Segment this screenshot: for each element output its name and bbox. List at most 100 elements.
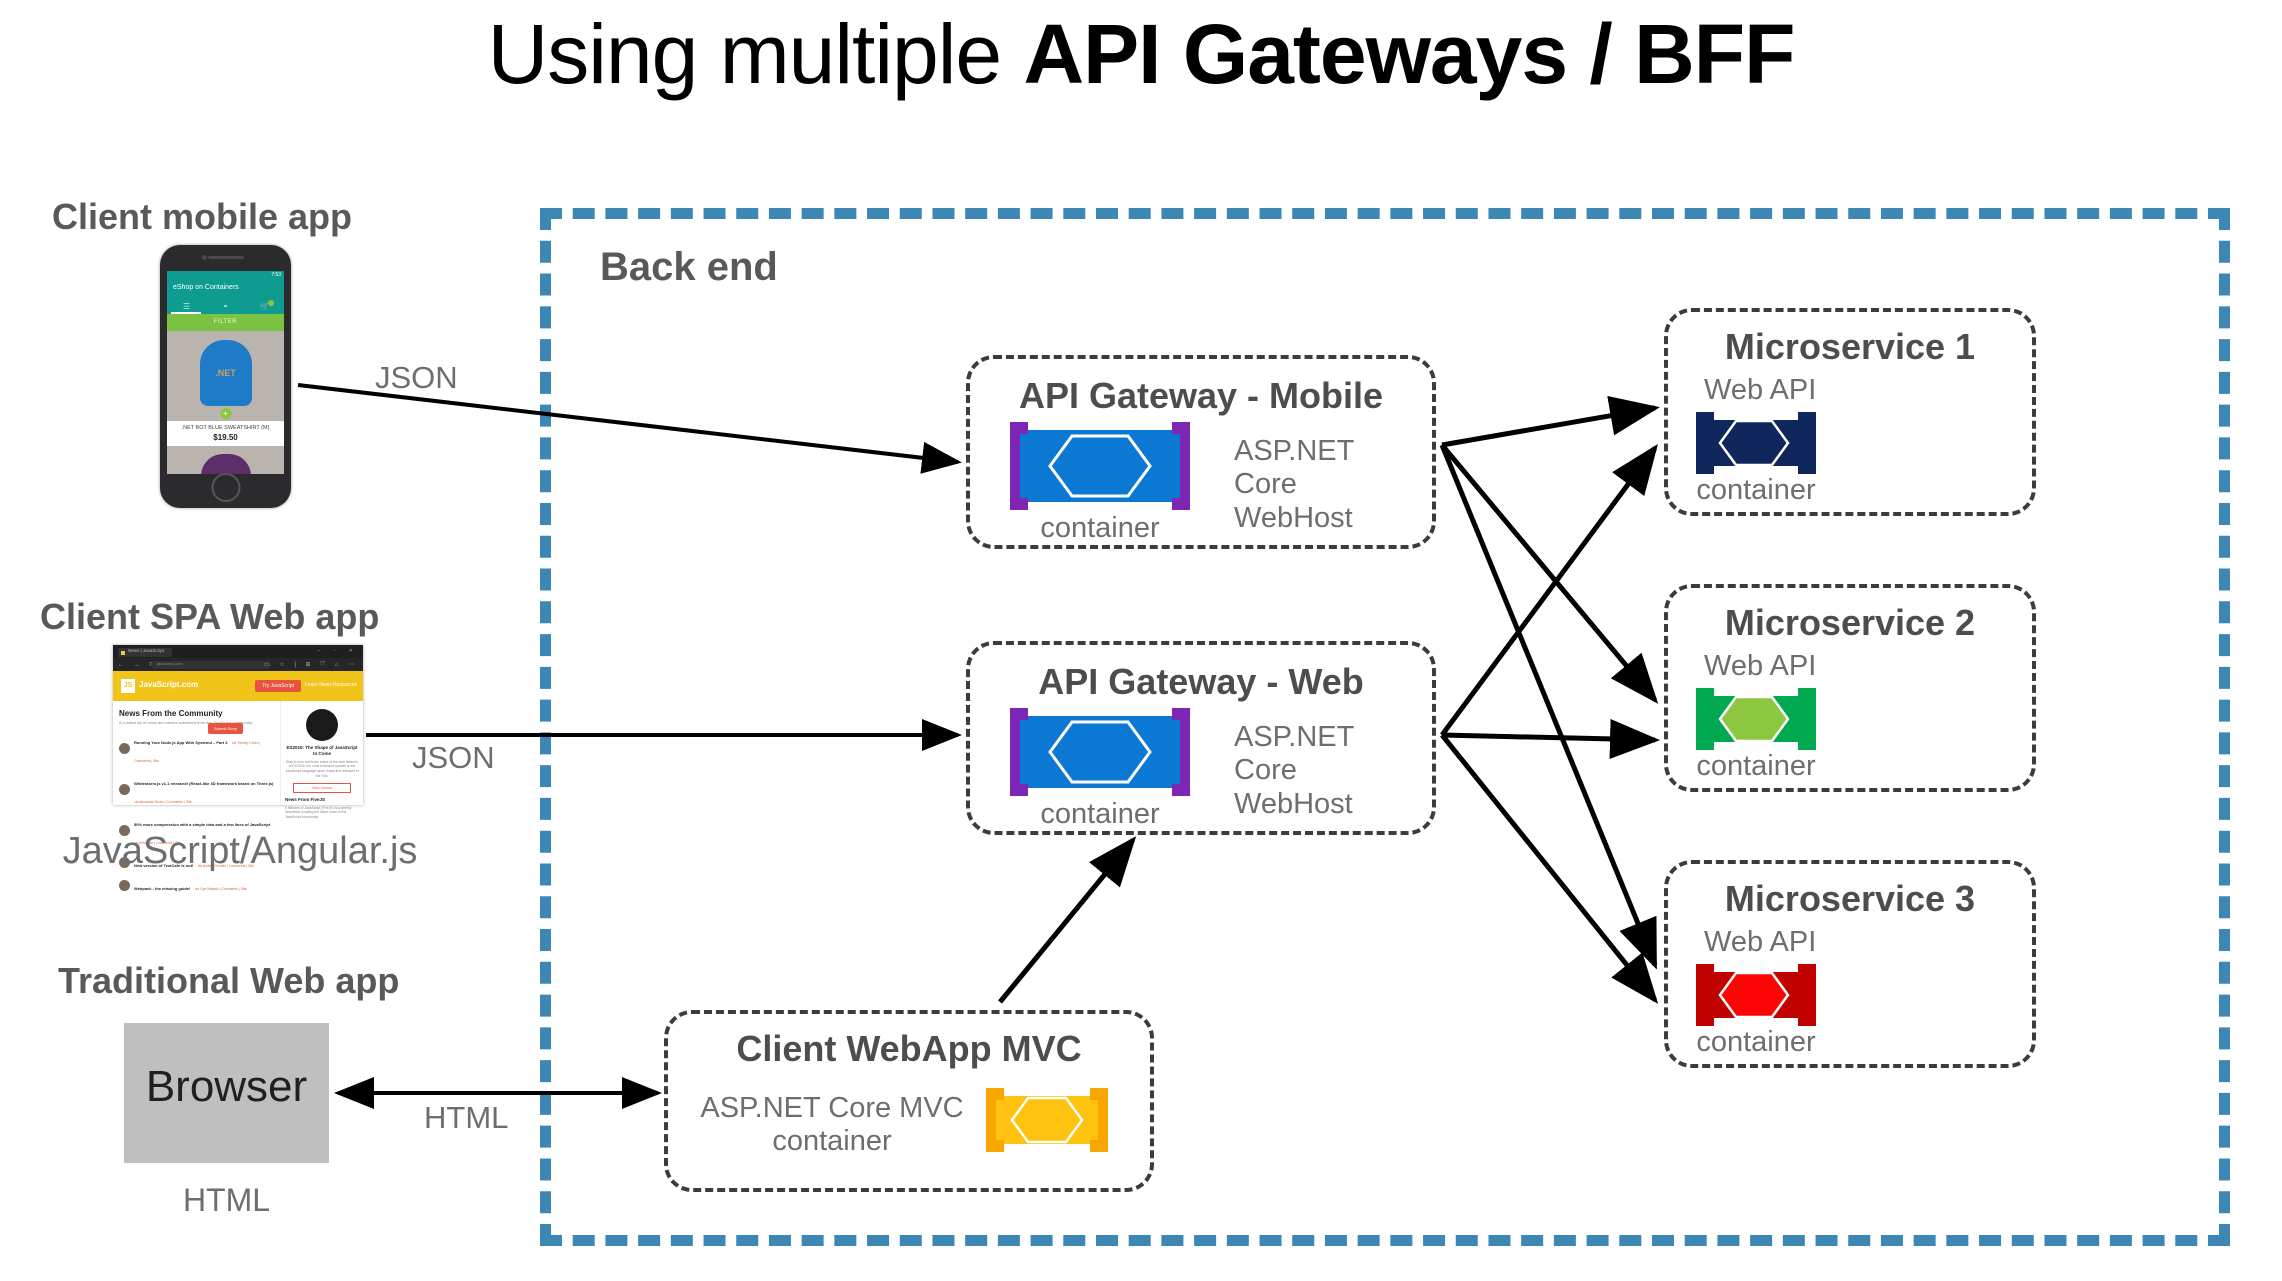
arrow-gateway-mobile-to-ms3 [1439,444,1658,970]
container-bracket-left [1010,422,1020,510]
story-title: 50% more compression with a simple idea … [134,821,271,827]
container-corner [1696,738,1714,750]
container-corner [1010,784,1028,796]
list-item[interactable]: 50% more compression with a simple idea … [119,813,274,849]
view-course-button[interactable]: View Course [293,782,351,793]
container-corner [1696,688,1714,700]
story-title: New version of TestCafe is out! [134,862,194,868]
api-gateway-mobile-box[interactable]: API Gateway - Mobile ASP.NET Core WebHos… [966,355,1436,549]
phone-tab-list-icon[interactable]: ☰ [182,302,191,311]
story-meta: via jefhomen | Comments | Site [134,840,181,845]
microservice-1-kind: Web API [1704,374,1817,406]
arrow-mobile-to-gateway [297,383,962,474]
client-webapp-mvc-box[interactable]: Client WebApp MVC ASP.NET Core MVC conta… [664,1010,1154,1192]
site-nav[interactable]: Learn News Resources [305,682,357,688]
site-brand: JavaScript.com [139,680,199,689]
hexagon-icon [1718,419,1790,467]
container-body [1016,428,1184,504]
phone-tab-bar: ☰ ◓ 🛒 [167,299,284,314]
container-bracket-right [1806,412,1816,474]
browser-caption: HTML [182,1182,271,1218]
microservice-2-title: Microservice 2 [1724,602,1976,643]
list-item[interactable]: Whitestorm.js v1.1 released! (React-like… [119,772,274,808]
avatar [119,743,130,755]
arrow-gateway-web-to-ms1 [1439,443,1658,737]
container-corner [1090,1088,1108,1100]
container-bracket-right [1180,708,1190,796]
site-header: JS JavaScript.com Try JavaScript Learn N… [113,671,363,701]
list-item[interactable]: New version of TestCafe is out! via Andr… [119,854,274,872]
mobile-phone-mockup: 7:53 eShop on Containers ☰ ◓ 🛒 FILTER + … [160,245,291,508]
phone-tab-cart-icon[interactable]: 🛒 [259,302,270,311]
container-corner [1696,1014,1714,1026]
container-icon [1010,422,1190,510]
arrow-gateway-mobile-to-ms1 [1441,395,1660,448]
story-meta: via Andrey Churkin | Comments | Site [197,863,254,868]
story-meta: via Alexander Buzin | Comments | Site [134,799,192,804]
phone-home-button[interactable] [211,473,240,502]
sidebar-heading-2: News From FiveJS [285,796,326,802]
container-corner [1696,462,1714,474]
browser-nav-icons[interactable]: ← → ⟳ [118,662,159,668]
list-item[interactable]: Webpack - the missing guide! via Gye Maj… [119,877,274,895]
microservice-1-box[interactable]: Microservice 1 Web API container [1664,308,2036,516]
container-corner [1798,462,1816,474]
microservice-3-title: Microservice 3 [1724,878,1976,919]
container-caption: container [1040,798,1160,830]
api-gateway-web-box[interactable]: API Gateway - Web ASP.NET Core WebHost c… [966,641,1436,835]
container-caption: container [1696,750,1816,782]
arrow-gateway-web-to-ms3 [1440,733,1659,1004]
avatar [119,825,130,837]
browser-tab[interactable]: News | JavaScript [118,648,172,657]
container-corner [1798,412,1816,424]
phone-tab-profile-icon[interactable]: ◓ [223,302,228,311]
title-bold-part: API Gateways / BFF [1023,7,1795,101]
container-bracket-left [1010,708,1020,796]
container-bracket-right [1806,964,1816,1026]
microservice-2-box[interactable]: Microservice 2 Web API container [1664,584,2036,792]
container-icon [1010,708,1190,796]
phone-camera-icon [202,255,207,260]
container-corner [1010,498,1028,510]
window-controls[interactable]: ‒ ▫ ✕ [317,648,359,654]
container-bracket-left [986,1088,996,1152]
arrow-mvc-to-gateway-web [998,836,1137,1004]
container-corner [986,1088,1004,1100]
browser-tab-strip: News | JavaScript ‒ ▫ ✕ [113,645,363,658]
title-light-part: Using multiple [487,7,1024,101]
phone-hoodie-graphic [199,340,252,406]
microservice-3-kind: Web API [1704,926,1817,958]
list-item[interactable]: Running Your Node.js App With Systemd – … [119,731,274,767]
container-corner [1696,964,1714,976]
container-corner [1798,964,1816,976]
container-caption: container [1696,474,1816,506]
container-icon [1696,964,1816,1026]
client-spa-heading: Client SPA Web app [40,596,380,637]
client-traditional-heading: Traditional Web app [58,960,400,1001]
container-corner [1696,412,1714,424]
browser-url-field[interactable]: javascript.com [151,661,271,669]
sidebar-heading: ES2015: The Shape of JavaScript to Come [286,745,358,756]
container-bracket-right [1180,422,1190,510]
api-gateway-mobile-host: ASP.NET Core WebHost [1234,435,1354,534]
hexagon-icon [1010,1096,1084,1144]
container-bracket-left [1696,964,1706,1026]
container-caption: container [1040,512,1160,544]
phone-product-image: + [167,331,284,421]
avatar [119,784,130,796]
story-title: Whitestorm.js v1.1 released! (React-like… [134,780,274,786]
backend-label: Back end [600,245,778,289]
client-webapp-mvc-sub: ASP.NET Core MVC container [700,1092,964,1158]
phone-filter-button[interactable]: FILTER [167,314,284,331]
microservice-3-box[interactable]: Microservice 3 Web API container [1664,860,2036,1068]
edge-label-spa-json: JSON [412,740,495,775]
phone-product-price: $19.50 [167,433,284,446]
hexagon-icon [1048,434,1152,498]
try-javascript-button[interactable]: Try JavaScript [255,680,301,692]
phone-cart-badge [268,300,274,306]
browser-toolbar-icons[interactable]: ▭ ☆ | ⊞ ⤧ ⌂ ⋯ [263,662,358,668]
phone-add-icon[interactable]: + [220,408,231,419]
submit-story-button[interactable]: Submit Story [208,723,243,734]
